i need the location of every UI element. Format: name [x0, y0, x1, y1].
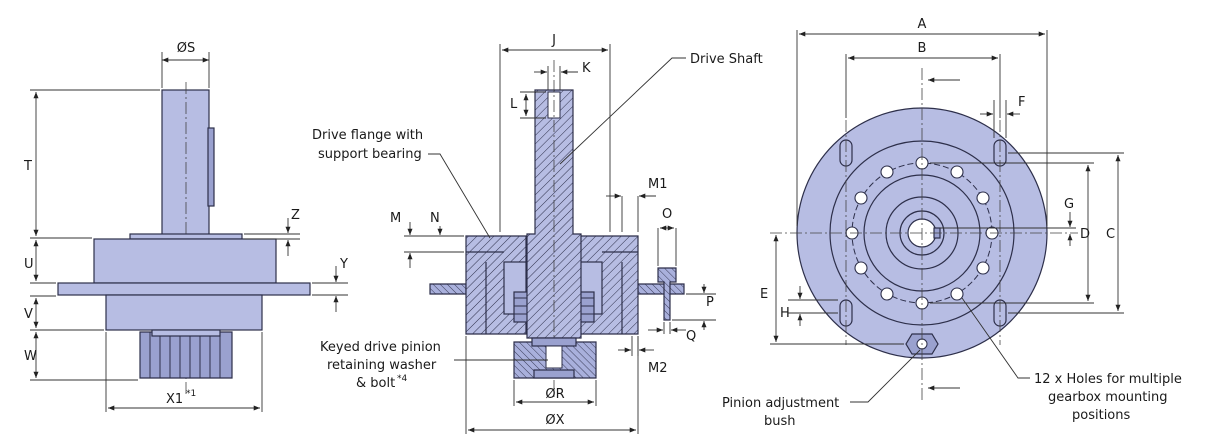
callout-keyed-3: & bolt: [356, 376, 395, 391]
dim-H: H: [780, 306, 790, 321]
dim-W: W: [24, 349, 37, 364]
dim-D: D: [1080, 227, 1090, 242]
front-hole: [950, 287, 964, 301]
dim-M2: M2: [648, 361, 668, 376]
dim-K: K: [582, 61, 591, 76]
side-lower-body: [105, 294, 263, 331]
side-housing: [93, 238, 277, 284]
dim-L: L: [510, 97, 518, 112]
side-flange: [57, 282, 311, 296]
dim-P: P: [706, 295, 714, 310]
dim-X: ØX: [545, 413, 564, 428]
side-pinion: [139, 331, 233, 379]
front-hole: [880, 287, 894, 301]
callout-keyed-2: retaining washer: [327, 358, 437, 373]
side-key: [207, 127, 215, 207]
front-hole: [950, 165, 964, 179]
dim-X1: X1: [166, 392, 183, 407]
front-hole: [854, 191, 868, 205]
callout-pinion-1: Pinion adjustment: [722, 396, 839, 411]
front-hole: [880, 165, 894, 179]
dim-M: M: [390, 211, 401, 226]
dim-M1: M1: [648, 177, 668, 192]
dim-R: ØR: [545, 387, 564, 402]
side-top-plate: [129, 233, 243, 240]
callout-drive-flange-2: support bearing: [318, 147, 422, 162]
callout-drive-shaft: Drive Shaft: [690, 52, 763, 67]
front-view: A B F C D G E H: [722, 17, 1182, 429]
callout-keyed-note: *4: [397, 374, 408, 384]
dim-U: U: [24, 257, 34, 272]
dim-Q: Q: [686, 329, 696, 344]
dim-F: F: [1018, 95, 1025, 110]
callout-holes-2: gearbox mounting: [1048, 390, 1168, 405]
dim-A: A: [918, 17, 927, 32]
callout-keyed-1: Keyed drive pinion: [320, 340, 441, 355]
section-drive-shaft: [526, 89, 582, 339]
dim-E: E: [760, 287, 768, 302]
section-view: J K L M N M1 O P: [312, 33, 763, 434]
dim-J: J: [551, 33, 556, 48]
dim-X1-note: *1: [186, 389, 196, 399]
dim-V: V: [24, 307, 33, 322]
dim-Z: Z: [291, 208, 300, 223]
dim-O: O: [662, 207, 672, 222]
dim-N: N: [430, 211, 440, 226]
front-hole: [976, 191, 990, 205]
section-adjuster: [657, 267, 677, 321]
callout-pinion-2: bush: [764, 414, 796, 429]
dim-Y: Y: [339, 257, 348, 272]
side-view: ØS T U V W Z Y X1 *1: [23, 41, 348, 412]
dim-S: ØS: [177, 41, 195, 56]
callout-holes-3: positions: [1072, 408, 1130, 423]
side-shaft: [161, 89, 210, 237]
dim-B: B: [918, 41, 927, 56]
callout-holes-1: 12 x Holes for multiple: [1034, 372, 1182, 387]
dim-T: T: [23, 159, 32, 174]
callout-drive-flange-1: Drive flange with: [312, 128, 423, 143]
dim-C: C: [1106, 227, 1115, 242]
front-hole: [976, 261, 990, 275]
dim-G: G: [1064, 197, 1074, 212]
front-hole: [854, 261, 868, 275]
